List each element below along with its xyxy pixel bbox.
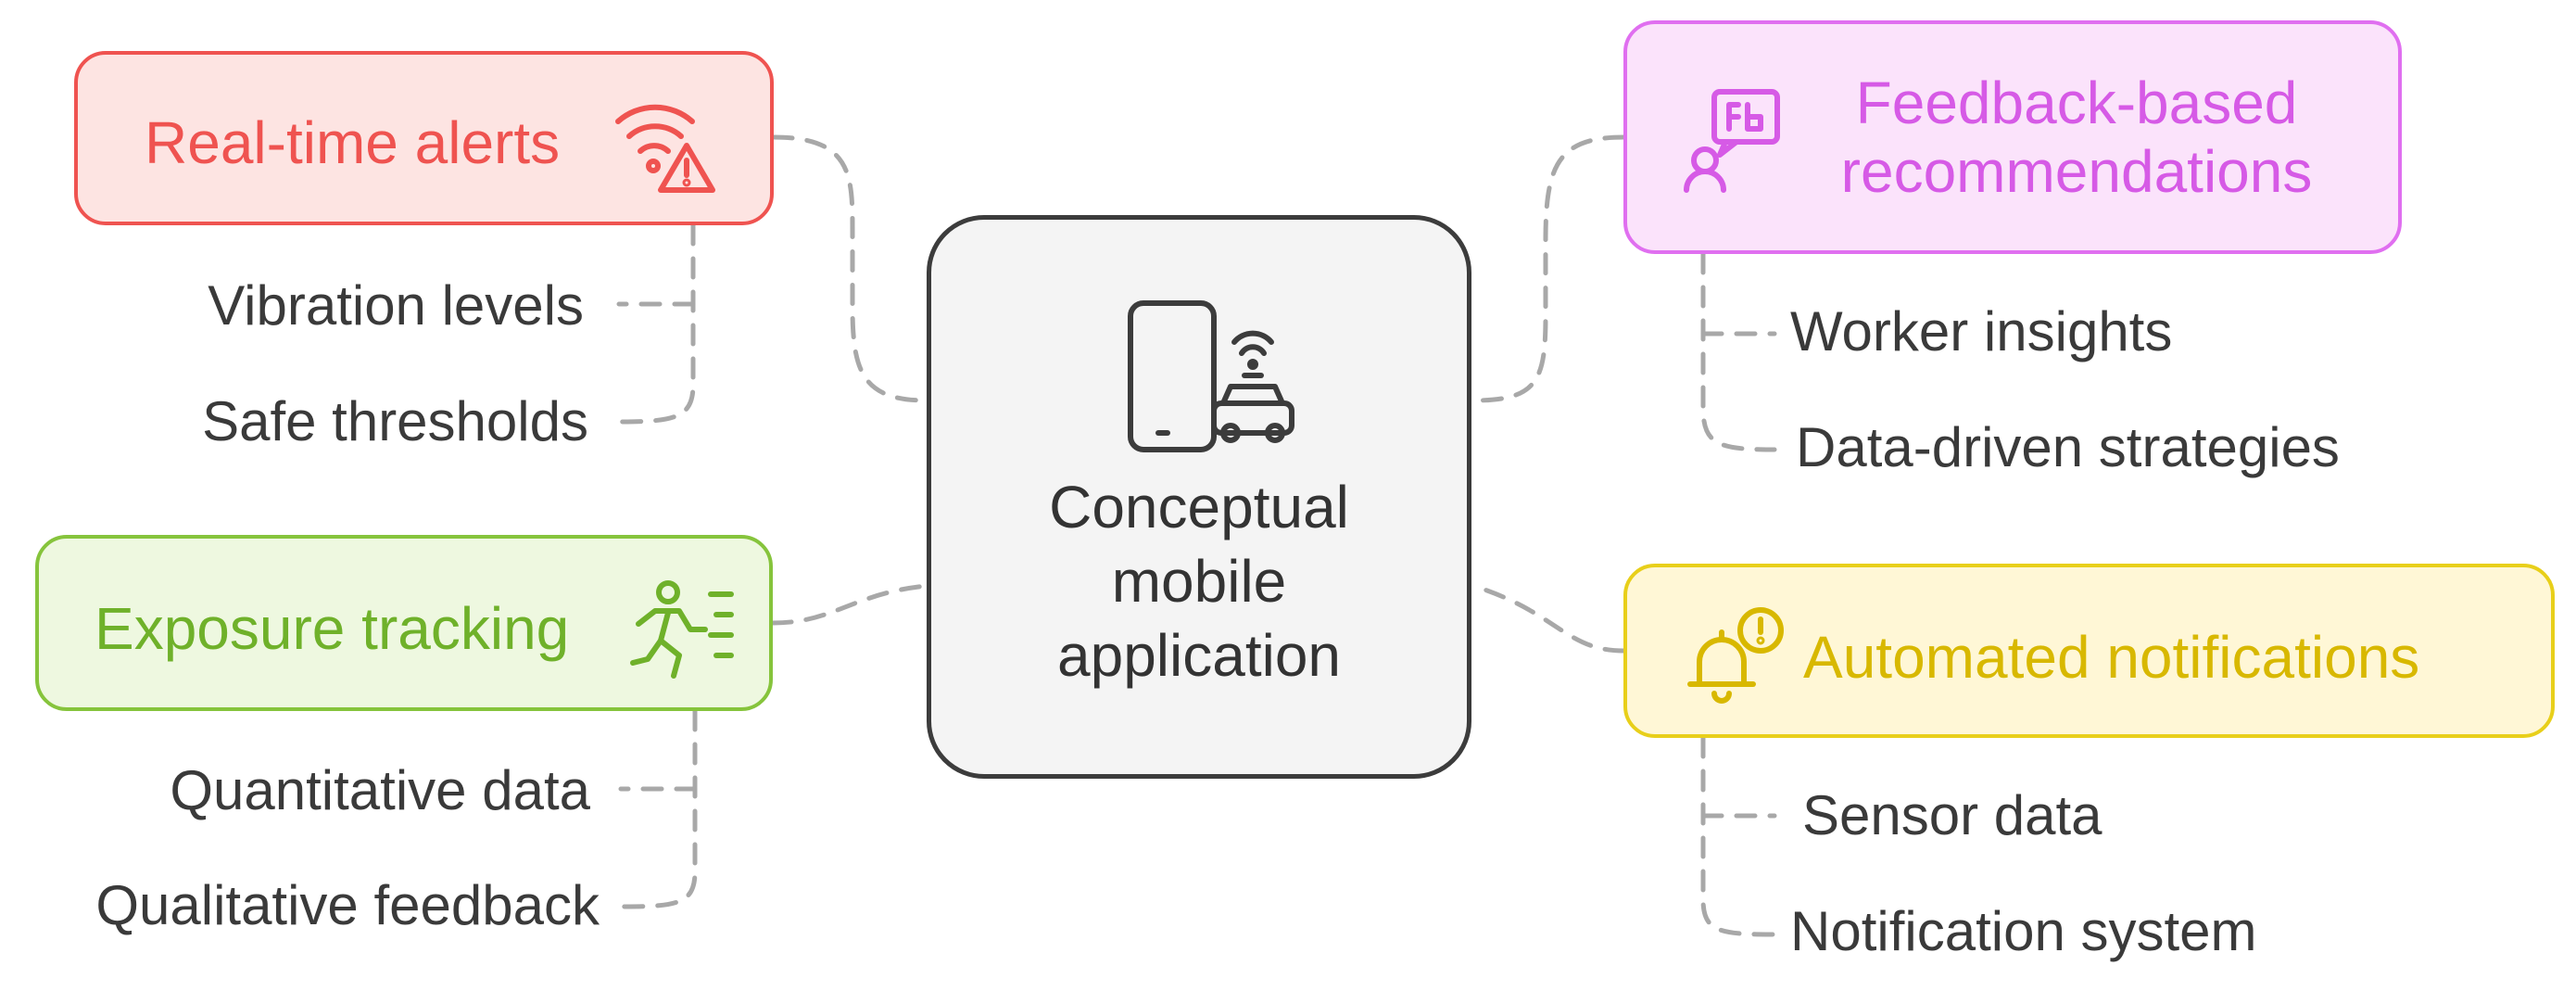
link-automated-items [1700, 735, 1777, 937]
node-label: Exposure tracking [95, 595, 570, 662]
list-item: Sensor data [1802, 784, 2102, 846]
node-real-time-alerts: Real-time alerts [74, 51, 774, 225]
link-alerts-items [616, 222, 696, 425]
link-exposure [770, 583, 929, 626]
wifi-warning-icon [615, 104, 715, 193]
link-feedback-items [1700, 251, 1777, 452]
phone-car-signal-icon [1128, 300, 1294, 452]
bell-alert-icon [1687, 607, 1784, 704]
speech-bubble-person-icon [1684, 89, 1780, 193]
list-item: Data-driven strategies [1796, 416, 2340, 478]
list-item: Notification system [1790, 900, 2257, 962]
node-label: Real-time alerts [145, 109, 561, 176]
center-node: Conceptual mobile application [927, 215, 1471, 779]
list-item: Vibration levels [208, 274, 584, 337]
link-exposure-items [618, 708, 698, 909]
node-label: Automated notifications [1803, 624, 2420, 691]
list-item: Safe thresholds [202, 390, 588, 452]
link-feedback [1471, 134, 1626, 403]
link-alerts [771, 134, 929, 403]
link-automated [1471, 583, 1626, 654]
node-exposure-tracking: Exposure tracking [35, 535, 773, 711]
list-item: Worker insights [1790, 300, 2173, 362]
center-label: Conceptual mobile application [1049, 474, 1349, 689]
running-person-icon [630, 580, 734, 679]
node-label: Feedback-based recommendations [1840, 70, 2313, 206]
list-item: Quantitative data [170, 759, 590, 821]
list-item: Qualitative feedback [95, 874, 600, 936]
node-automated-notifications: Automated notifications [1623, 564, 2555, 738]
node-feedback-based-recommendations: Feedback-based recommendations [1623, 20, 2402, 254]
